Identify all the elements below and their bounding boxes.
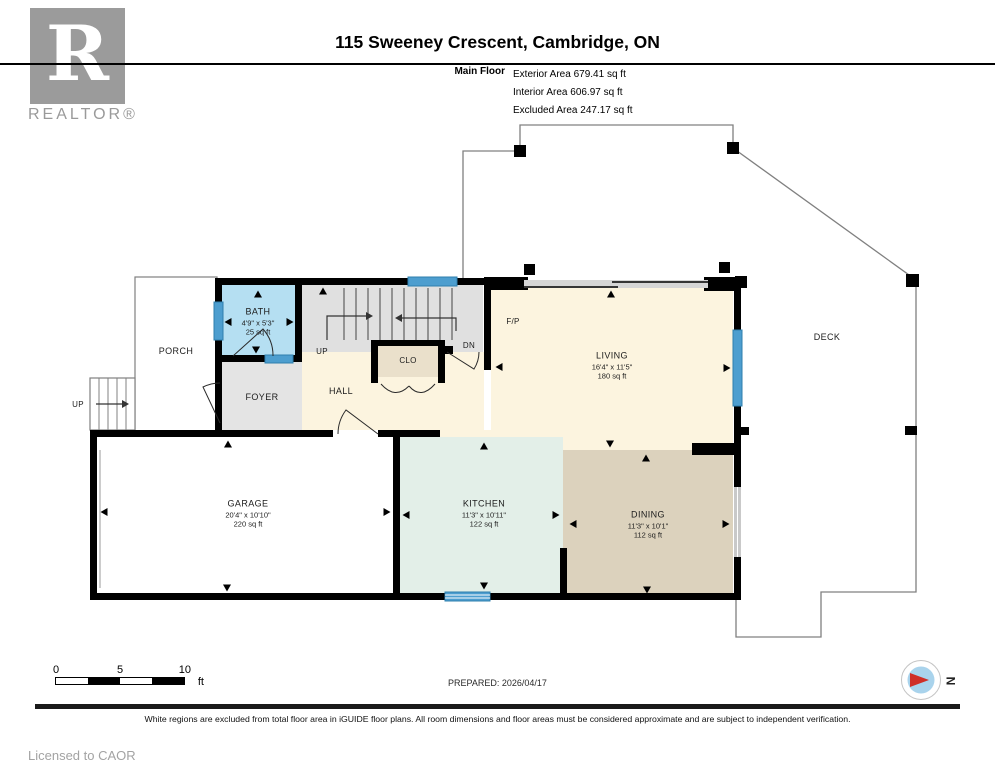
realtor-logo-letter: R: [45, 9, 110, 98]
window-bath-west: [213, 301, 224, 341]
page-title: 115 Sweeney Crescent, Cambridge, ON: [335, 32, 660, 52]
patio-slider-top: [524, 280, 708, 288]
room-label-foyer: FOYER: [245, 392, 279, 403]
room-label-clo: CLO: [399, 355, 417, 365]
room-label-garage: GARAGE 20'4" x 10'10" 220 sq ft: [225, 498, 271, 529]
exterior-area: Exterior Area 679.41 sq ft: [513, 69, 626, 80]
room-label-hall: HALL: [328, 386, 354, 397]
compass-needle-icon: [910, 673, 929, 687]
scale-tick-10: 10: [178, 664, 191, 676]
room-label-kitchen: KITCHEN 11'3" x 10'11" 122 sq ft: [461, 498, 507, 529]
scale-tick-5: 5: [116, 664, 124, 676]
room-closet-fill: [378, 346, 438, 377]
scale-ticks: 0 5 10: [53, 664, 191, 677]
interior-area: Interior Area 606.97 sq ft: [513, 87, 623, 98]
floor-label: Main Floor: [454, 66, 505, 77]
area-summary: Exterior Area 679.41 sq ft Interior Area…: [513, 66, 633, 120]
window-top: [407, 276, 458, 287]
room-label-living: LIVING 16'4" x 11'5" 180 sq ft: [591, 350, 633, 381]
room-living-fill: [491, 282, 733, 450]
stairs: [326, 288, 457, 340]
compass-north-label: N: [943, 676, 958, 686]
room-label-deck: DECK: [813, 332, 841, 343]
room-label-porch: PORCH: [158, 346, 194, 357]
room-dining-fill: [563, 450, 733, 593]
window-kitchen-south: [444, 591, 491, 602]
scale-bar: 0 5 10 ft: [53, 664, 204, 688]
realtor-logo: R: [30, 8, 125, 104]
room-label-up-exterior: UP: [72, 399, 84, 409]
dimension-arrows: [100, 287, 731, 594]
disclaimer-text: White regions are excluded from total fl…: [144, 714, 851, 724]
excluded-area: Excluded Area 247.17 sq ft: [513, 105, 633, 116]
scale-tick-0: 0: [53, 664, 60, 676]
windows: [213, 276, 743, 602]
footer-divider: [35, 704, 960, 709]
porch-outline: [89, 276, 218, 434]
door-swings: [202, 328, 480, 435]
room-fills: [222, 282, 733, 593]
room-foyer-fill: [222, 355, 302, 430]
prepared-date: PREPARED: 2026/04/17: [448, 678, 547, 688]
scale-bar-segments: [55, 677, 185, 685]
window-living-east: [732, 329, 743, 407]
compass-icon: N: [901, 660, 957, 700]
room-label-up: UP: [316, 346, 328, 356]
walls: [90, 277, 741, 600]
scale-unit: ft: [197, 676, 204, 688]
license-text: Licensed to CAOR: [28, 748, 136, 763]
title-divider: [0, 63, 995, 65]
room-label-dining: DINING 11'3" x 10'1" 112 sq ft: [627, 509, 669, 540]
room-label-dn: DN: [462, 340, 476, 350]
floor-plan-canvas: [89, 124, 919, 638]
realtor-logo-wordmark: REALTOR®: [28, 106, 138, 123]
room-label-bath: BATH 4'9" x 5'3" 25 sq ft: [241, 306, 275, 337]
window-bath-south: [264, 354, 294, 364]
room-kitchen-fill: [400, 437, 563, 593]
room-label-fp: F/P: [506, 316, 520, 326]
